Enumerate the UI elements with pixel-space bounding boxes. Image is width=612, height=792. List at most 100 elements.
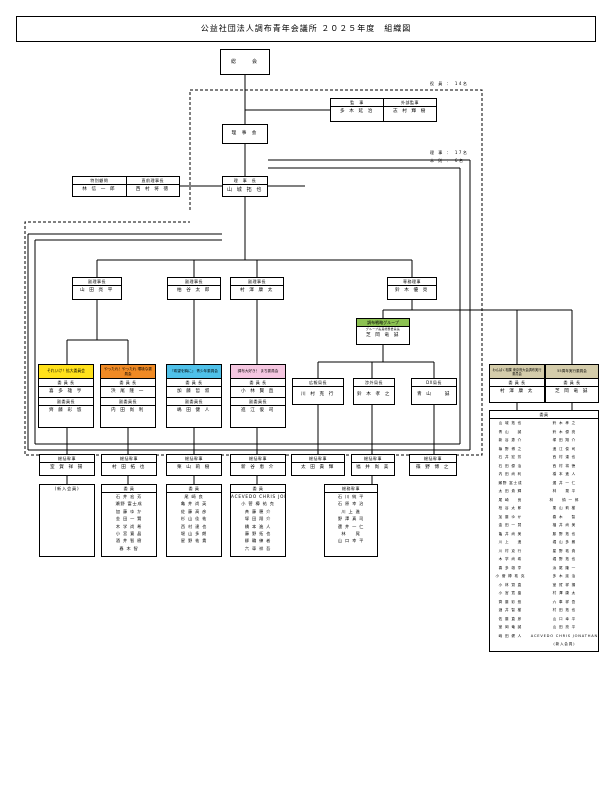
member-name: 金 田 一 賢 — [115, 516, 143, 522]
member-name: 小 菅 樽 祐 克 — [495, 574, 526, 578]
secretary-name: 室 賀 祥 揚 — [50, 465, 84, 470]
member-name: 西 村 将 徳 — [552, 463, 577, 468]
external-auditor-heading: 外部監事 — [384, 99, 436, 107]
members-box-3: 委 員 尾 崎 良亀 井 尚 英佐 藤 高 彦杉 山 佳 祐西 村 達 也堀 山… — [166, 484, 222, 557]
executive-director-box: 専務理事 鈴 木 優 亮 — [387, 277, 437, 300]
auditors-box: 監 事 多 木 延 治 外部監事 志 村 輝 樹 — [330, 98, 437, 122]
president-box: 理 事 長 山 城 拓 也 — [222, 176, 268, 197]
members-heading: 委 員 — [167, 485, 221, 493]
special-committee-name: 55周年実行委員会 — [546, 365, 598, 379]
member-name: 林 晃 — [341, 531, 361, 537]
secretary-name: 村 田 拓 也 — [112, 465, 146, 470]
chair-heading: 委 員 長 — [167, 379, 221, 387]
special-chair-heading: 委 員 長 — [490, 379, 544, 387]
secretary-box-dx: 総括幹事 篠 野 博 之 — [409, 454, 457, 476]
member-list-left: 山 城 拓 也青 山 誠新 谷 恵 介篠 野 博 之石 井 宏 芳石 田 優 治… — [490, 419, 531, 649]
member-name: 川 上 進 — [498, 540, 523, 544]
director-count: 理 事 ： 17名 — [430, 150, 469, 155]
member-name: 尾 崎 良 — [184, 494, 204, 499]
special-committee-name: わんぱく相撲 東京府大会調布実行委員会 — [490, 365, 544, 379]
advisor-heading: 特別顧問 — [73, 177, 126, 185]
committee-box-3: 『希望を胸に』 青少年委員会 委 員 長 加 藤 哲 叔 副委員長 嶋 田 健 … — [166, 364, 222, 428]
chair-name: 加 藤 哲 叔 — [167, 387, 221, 398]
committee-box-2: やったれ！やったれ 環境な委員会 委 員 長 浜 尾 隆 一 副委員長 内 田 … — [100, 364, 156, 428]
president-heading: 理 事 長 — [223, 177, 267, 185]
chair-name: 小 林 賢 直 — [231, 387, 285, 398]
external-auditor-name: 志 村 輝 樹 — [393, 109, 427, 114]
members-box-1: (新入会員) — [39, 484, 95, 557]
secretary-heading: 総括幹事 — [231, 455, 285, 463]
member-name: 加 藤 ゆ か — [115, 508, 143, 514]
special-committee-box-1: わんぱく相撲 東京府大会調布実行委員会 委 員 長 村 澤 康 太 — [489, 364, 545, 403]
chair-heading: 委 員 長 — [39, 379, 93, 387]
vice-chair-name: 齊 藤 彩 悠 — [49, 407, 83, 413]
member-name: 山 口 幸 平 — [552, 616, 577, 621]
chair-heading: 委 員 長 — [101, 379, 155, 387]
special-chair-name: 芝 岡 竜 誠 — [555, 389, 589, 394]
president-name: 山 城 拓 也 — [227, 187, 263, 193]
member-name: 石 田 優 治 — [498, 463, 523, 468]
member-name: 室 岡 竜 誠 — [498, 625, 523, 629]
office-members-box: 総務幹事 石 川 純 平石 原 幸 治川 上 進野 澤 真 司還 井 一 仁林 … — [324, 484, 378, 557]
member-name: 喜 多 雄 亨 — [498, 565, 523, 570]
member-name: 太 田 貴 輝 — [498, 489, 523, 493]
secretary-heading: 総括幹事 — [102, 455, 156, 463]
office-heading: 渉外局長 — [354, 379, 394, 387]
vice-chair-name: 内 田 尚 利 — [111, 407, 145, 413]
member-name: 堀 山 多 朗 — [180, 531, 208, 537]
committee-box-4: 調布大好き！ まち委員会 委 員 長 小 林 賢 直 副委員長 進 江 俊 司 — [230, 364, 286, 428]
member-name: 瀬野 富士成 — [115, 501, 143, 507]
member-name: 村 澤 康 太 — [552, 591, 577, 595]
chair-name: 喜 多 雄 亨 — [39, 387, 93, 398]
chair-heading: 委 員 長 — [231, 379, 285, 387]
member-name: 鈴 木 優 亮 — [552, 429, 577, 434]
member-name: 橋 本 進 人 — [244, 523, 272, 529]
member-name: 瀬野 富士成 — [498, 480, 523, 485]
secretary-box-4: 総括幹事 新 谷 恵 介 — [230, 454, 286, 476]
member-name: 川 村 克 行 — [498, 548, 523, 553]
secretary-box-2: 総括幹事 村 田 拓 也 — [101, 454, 157, 476]
chair-name: 浜 尾 隆 一 — [101, 387, 155, 398]
special-committee-box-2: 55周年実行委員会 委 員 長 芝 岡 竜 誠 — [545, 364, 599, 403]
member-name: 堀 山 多 朗 — [552, 540, 577, 544]
office-box-dx: DX局長 青 山 誠 — [411, 378, 457, 405]
vp-name: 村 澤 康 太 — [240, 288, 274, 293]
member-name: 篠 野 博 之 — [498, 446, 523, 451]
member-name: 酒 井 智 樹 — [115, 538, 143, 544]
member-list: (新入会員) — [40, 485, 94, 492]
member-name: 藤 野 拓 也 — [552, 531, 577, 536]
page-title: 公益社団法人調布青年会議所 ２０２５年度 組織図 — [16, 16, 596, 42]
member-name: 小 林 賢 直 — [498, 582, 523, 587]
member-name: 加 藤 ゆ か — [498, 514, 523, 519]
special-members-box: 委員 山 城 拓 也青 山 誠新 谷 恵 介篠 野 博 之石 井 宏 芳石 田 … — [489, 410, 599, 652]
member-name: 春 木 智 — [552, 514, 577, 519]
member-name: 西 村 達 也 — [552, 455, 577, 459]
vp-name: 山 田 亮 平 — [80, 288, 114, 293]
member-name: 小 宮 寛 晶 — [498, 591, 523, 595]
member-name: 六 車 祥 吾 — [244, 545, 272, 551]
member-name: 石 井 宏 芳 — [498, 455, 523, 459]
special-chair-heading: 委 員 長 — [546, 379, 598, 387]
strategy-group-name: 芝 岡 竜 誠 — [366, 333, 400, 339]
secretary-heading: 総括幹事 — [40, 455, 94, 463]
auditor-heading: 監 事 — [331, 99, 383, 107]
member-name: 柏 谷 太 郎 — [498, 506, 523, 510]
member-name: 室 賀 祥 揚 — [552, 582, 577, 587]
committee-name: それいけ！拡大委員会 — [39, 365, 93, 379]
outside-count: 本 則 ： 6名 — [430, 158, 465, 163]
general-meeting-box: 総 会 — [220, 49, 270, 75]
secretary-box-pr: 総括幹事 太 田 貴 輝 — [291, 454, 345, 476]
secretary-box-3: 総括幹事 栗 山 莉 樹 — [166, 454, 222, 476]
vp-heading: 副理事長 — [73, 278, 121, 286]
member-name: 斉 藤 穂 介 — [244, 508, 272, 514]
member-name: 杉 山 佳 祐 — [180, 516, 208, 522]
executive-director-heading: 専務理事 — [388, 278, 436, 286]
member-name: 多 木 延 治 — [552, 574, 577, 578]
past-president-heading: 直前理事長 — [126, 177, 179, 185]
officer-count: 役 員 ： 14名 — [430, 81, 469, 86]
member-name: 柳 輪 練 者 — [244, 538, 272, 544]
secretary-heading: 総括幹事 — [167, 455, 221, 463]
secretary-name: 太 田 貴 輝 — [301, 465, 335, 470]
member-list: 尾 崎 良亀 井 尚 英佐 藤 高 彦杉 山 佳 祐西 村 達 也堀 山 多 朗… — [167, 493, 221, 545]
member-name: 石 井 宏 芳 — [115, 494, 143, 499]
